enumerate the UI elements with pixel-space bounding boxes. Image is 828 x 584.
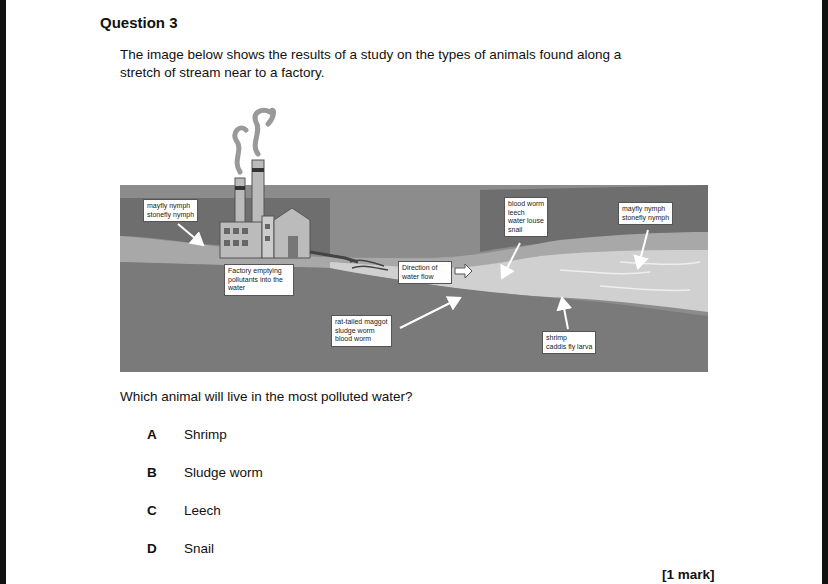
outflow-pipe (310, 252, 358, 262)
label-box: shrimpcaddis fly larva (542, 331, 596, 354)
box-text: stonefly nymph (622, 214, 669, 223)
ground (120, 185, 708, 372)
label-box: mayfly nymphstonefly nymph (618, 202, 673, 225)
factory-windows (224, 224, 270, 246)
flow-arrow (455, 264, 472, 278)
lower-ground (120, 262, 708, 372)
mark-allocation: [1 mark] (662, 566, 715, 584)
label-box: mayfly nymphstonefly nymph (143, 199, 198, 222)
label-box: Factory emptying pollutants into the wat… (224, 264, 294, 296)
option-text: Leech (184, 502, 221, 520)
box-text: stonefly nymph (147, 211, 194, 220)
page-border (822, 0, 828, 584)
box-text: Factory emptying pollutants into the wat… (228, 267, 290, 293)
option-letter: B (147, 464, 157, 482)
chimney-band (252, 168, 264, 172)
factory-door (288, 236, 298, 258)
option-text: Snail (184, 540, 214, 558)
page-border (0, 0, 6, 584)
factory-building (220, 222, 262, 258)
option-letter: A (147, 426, 157, 444)
box-text: sludge worm (335, 327, 388, 336)
box-text: rat-tailed maggot (335, 318, 388, 327)
water-ripples (560, 262, 700, 291)
label-box: blood wormleechwater lousesnail (504, 197, 548, 237)
box-text: snail (508, 226, 544, 235)
label-box: Direction of water flow (398, 261, 452, 284)
intro-text: The image below shows the results of a s… (120, 46, 660, 82)
leader-arrows (178, 224, 648, 329)
box-text: leech (508, 209, 544, 218)
option-text: Sludge worm (184, 464, 263, 482)
option-letter: D (147, 540, 157, 558)
chimney-band (235, 186, 245, 190)
box-text: blood worm (335, 335, 388, 344)
box-text: mayfly nymph (147, 202, 194, 211)
box-text: mayfly nymph (622, 205, 669, 214)
question-text: Which animal will live in the most pollu… (120, 388, 520, 406)
option-letter: C (147, 502, 157, 520)
question-title: Question 3 (100, 14, 178, 32)
smoke (235, 110, 274, 172)
label-box: rat-tailed maggotsludge wormblood worm (331, 315, 392, 347)
box-text: caddis fly larva (546, 343, 592, 352)
box-text: blood worm (508, 200, 544, 209)
box-text: Direction of water flow (402, 264, 448, 281)
factory-building (262, 216, 274, 258)
pollutant-flow (350, 260, 388, 270)
box-text: shrimp (546, 334, 592, 343)
box-text: water louse (508, 217, 544, 226)
factory-building (274, 208, 310, 258)
option-text: Shrimp (184, 426, 227, 444)
